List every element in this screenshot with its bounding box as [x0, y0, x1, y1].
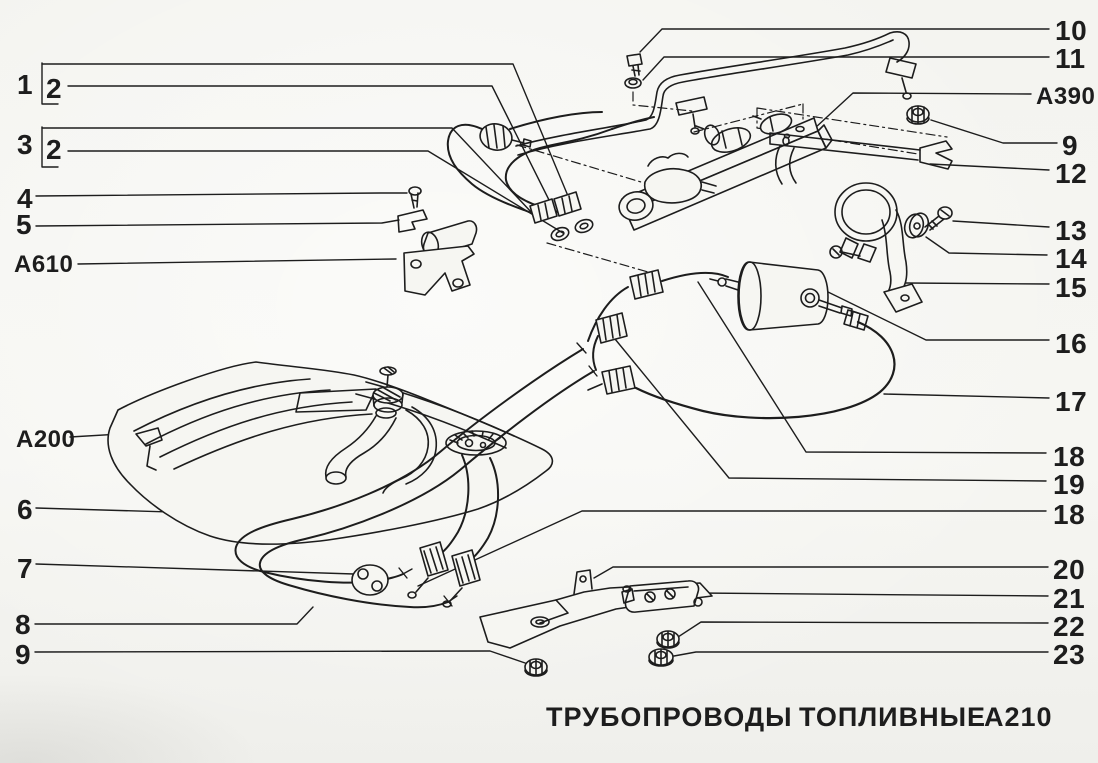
caption-word-pipelines: ТРУБОПРОВОДЫ	[546, 702, 793, 732]
engine-bay-fuel-pipes	[448, 112, 654, 243]
callout-22: 22	[1053, 611, 1086, 642]
underbody-fuel-pipes	[236, 343, 597, 607]
callout-21: 21	[1053, 583, 1086, 614]
guard-plate-assembly	[480, 570, 712, 676]
callout-18b: 18	[1053, 499, 1086, 530]
callout-a200: А200	[16, 426, 76, 453]
callout-20: 20	[1053, 554, 1086, 585]
sealing-washers	[549, 217, 594, 242]
callout-4: 4	[17, 183, 34, 214]
callout-19: 19	[1053, 469, 1086, 500]
tank-fuel-hoses	[408, 455, 498, 607]
callout-6: 6	[17, 494, 34, 525]
breather-hose	[383, 410, 428, 493]
clamp-ring	[835, 183, 897, 241]
injector	[753, 110, 794, 137]
caption-sheet-code: А210	[984, 702, 1053, 732]
fork-end	[920, 141, 952, 169]
washer	[625, 78, 641, 88]
callout-15: 15	[1055, 272, 1088, 303]
callout-9-right: 9	[1062, 130, 1079, 161]
filter-bracket-assembly	[770, 106, 952, 312]
callout-7: 7	[17, 553, 34, 584]
nut	[657, 631, 679, 648]
rail-supply-pipe	[516, 32, 916, 155]
filter-hose-collar	[844, 310, 868, 330]
callout-a390: А390	[1036, 83, 1096, 110]
leader-lines	[35, 29, 1057, 664]
pipe-clamp-block	[622, 581, 702, 612]
damper-mount-group	[398, 187, 477, 295]
plate-tab	[574, 570, 592, 594]
pressure-regulator	[616, 153, 716, 223]
callout-5: 5	[16, 209, 33, 240]
filler-cap	[373, 367, 403, 418]
caption-word-fuel: ТОПЛИВНЫЕ	[799, 702, 987, 732]
callout-2a: 2	[46, 73, 63, 104]
callout-9-left: 9	[15, 639, 32, 670]
nut	[907, 106, 929, 124]
callout-18a: 18	[1053, 441, 1086, 472]
callout-2b: 2	[46, 134, 63, 165]
injector	[696, 123, 753, 156]
nut	[525, 659, 547, 676]
callout-3: 3	[17, 129, 34, 160]
group-bracket-3-2	[42, 127, 58, 167]
fuel-tank	[108, 362, 552, 544]
pipe-holder	[352, 565, 388, 595]
fuel-filter	[710, 262, 868, 330]
filter-outlet-hose	[636, 322, 894, 418]
callout-23: 23	[1053, 639, 1086, 670]
callout-11: 11	[1055, 43, 1086, 74]
callout-1: 1	[17, 69, 34, 100]
bolt	[627, 54, 642, 76]
callout-12: 12	[1055, 158, 1088, 189]
callout-10: 10	[1055, 15, 1088, 46]
callout-8: 8	[15, 609, 32, 640]
nut	[649, 649, 673, 666]
clamp	[398, 210, 427, 232]
pipe-tee-fitting	[676, 97, 707, 127]
tank-strap-bracket	[136, 428, 162, 470]
group-bracket-1-2	[42, 63, 58, 104]
callout-13: 13	[1055, 215, 1088, 246]
pipe-damper-union	[478, 121, 531, 153]
washer	[902, 211, 932, 240]
filler-neck	[326, 416, 376, 477]
callout-17: 17	[1055, 386, 1088, 417]
callout-14: 14	[1055, 243, 1088, 274]
bolt	[925, 207, 952, 230]
fuel-damper	[404, 221, 477, 295]
bolt	[409, 187, 421, 208]
hose-quick-connectors	[588, 270, 728, 394]
callout-16: 16	[1055, 328, 1088, 359]
callout-a610: А610	[14, 251, 74, 278]
